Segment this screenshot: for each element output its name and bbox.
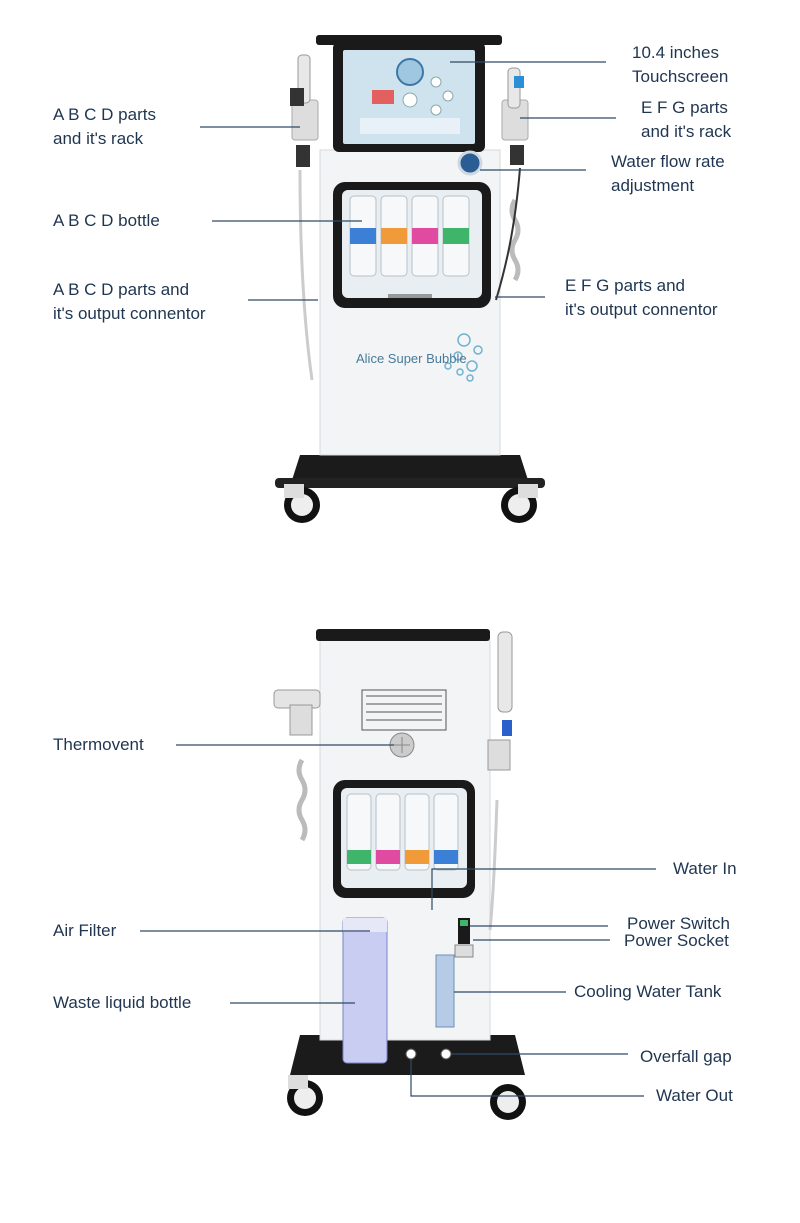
back-right-handpiece (487, 631, 513, 931)
screen-dial-icon (396, 58, 424, 86)
brand-text: Alice Super Bubble (356, 351, 467, 366)
efg-rack (495, 67, 529, 301)
label-abcd-bottle: A B C D bottle (53, 211, 160, 230)
label-water-flow-adjustment: Water flow rate adjustment (611, 152, 725, 195)
label-abcd-output-connector: A B C D parts and it's output connentor (53, 280, 206, 323)
back-left-handpiece (273, 689, 321, 842)
water-out-connector-icon (405, 1048, 417, 1060)
label-abcd-parts-rack: A B C D parts and it's rack (53, 105, 156, 148)
label-water-out: Water Out (656, 1086, 733, 1105)
label-waste-liquid-bottle: Waste liquid bottle (53, 993, 192, 1012)
vent-grille (361, 689, 447, 731)
label-thermovent: Thermovent (53, 735, 144, 754)
label-touchscreen: 10.4 inches Touchscreen (632, 43, 729, 86)
label-efg-output-connector: E F G parts and it's output connentor (565, 276, 718, 319)
label-water-in: Water In (673, 859, 737, 878)
bubble-logo-icon (444, 333, 483, 382)
overfall-gap-connector-icon (440, 1048, 452, 1060)
back-bottles (346, 793, 459, 871)
waste-liquid-bottle (342, 917, 388, 1064)
label-air-filter: Air Filter (53, 921, 117, 940)
water-flow-knob-icon (457, 150, 483, 176)
back-base (287, 1035, 526, 1120)
label-efg-parts-rack: E F G parts and it's rack (641, 98, 732, 141)
label-overfall-gap: Overfall gap (640, 1047, 732, 1066)
front-base (275, 455, 545, 523)
cooling-water-tank (435, 954, 455, 1028)
back-top-cap (316, 629, 490, 641)
label-power-switch: Power Switch (627, 914, 730, 933)
front-bottles (349, 195, 470, 277)
label-cooling-water-tank: Cooling Water Tank (574, 982, 722, 1001)
power-socket-icon (454, 944, 474, 958)
abcd-rack (290, 54, 319, 381)
label-power-socket: Power Socket (624, 931, 729, 950)
